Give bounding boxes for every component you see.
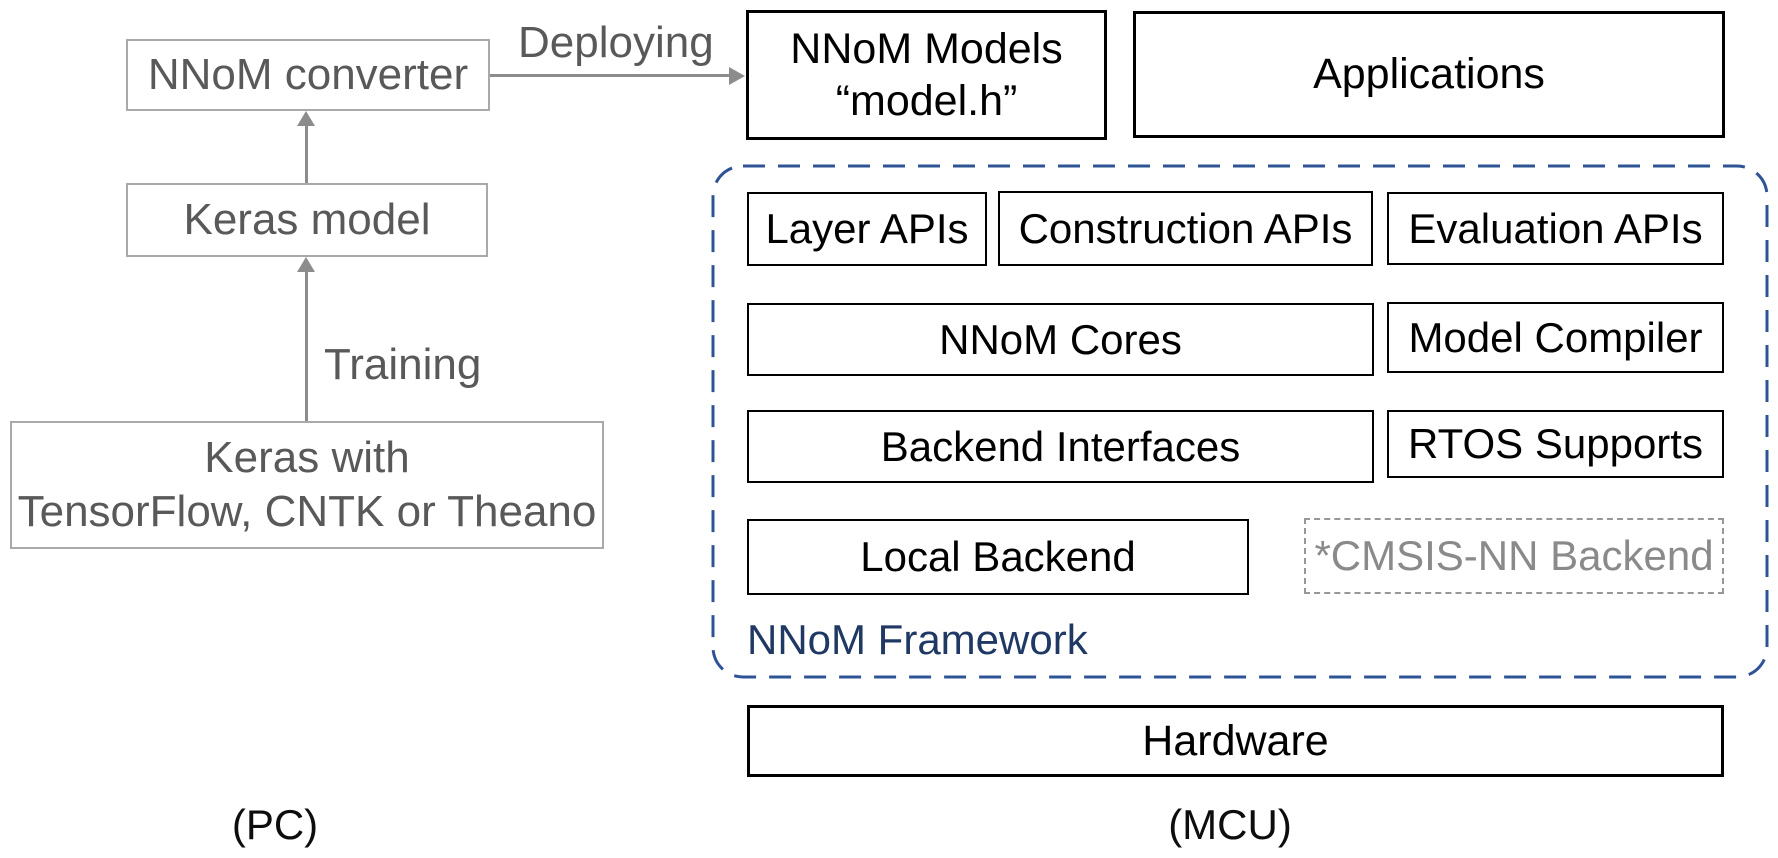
applications-label: Applications: [1313, 50, 1545, 99]
construction-apis-label: Construction APIs: [1018, 204, 1353, 252]
arrow-up-icon: [297, 111, 315, 126]
arrow-right-icon: [729, 67, 745, 85]
nnom-models-label-line1: NNoM Models: [790, 24, 1063, 73]
training-label: Training: [324, 340, 482, 389]
applications-box: Applications: [1133, 11, 1725, 138]
nnom-models-label-line2: “model.h”: [835, 77, 1018, 125]
local-backend-box: Local Backend: [747, 519, 1249, 595]
hardware-box: Hardware: [747, 705, 1724, 777]
arrow-shaft: [305, 124, 308, 183]
layer-apis-box: Layer APIs: [747, 192, 987, 266]
evaluation-apis-label: Evaluation APIs: [1408, 204, 1703, 252]
keras-model-box: Keras model: [126, 183, 488, 257]
cmsis-nn-backend-box: *CMSIS-NN Backend: [1304, 518, 1724, 594]
rtos-supports-box: RTOS Supports: [1387, 410, 1724, 478]
evaluation-apis-box: Evaluation APIs: [1387, 192, 1724, 265]
arrow-up-icon: [297, 257, 315, 272]
nnom-cores-label: NNoM Cores: [939, 315, 1182, 363]
keras-frameworks-label-line2: TensorFlow, CNTK or Theano: [17, 487, 597, 536]
hardware-label: Hardware: [1142, 716, 1329, 765]
local-backend-label: Local Backend: [860, 533, 1136, 581]
model-compiler-label: Model Compiler: [1408, 313, 1703, 361]
nnom-converter-label: NNoM converter: [147, 50, 469, 100]
rtos-supports-label: RTOS Supports: [1408, 420, 1703, 468]
backend-interfaces-box: Backend Interfaces: [747, 410, 1374, 483]
model-compiler-box: Model Compiler: [1387, 302, 1724, 373]
keras-frameworks-label-line1: Keras with: [204, 433, 410, 483]
pc-caption: (PC): [231, 801, 319, 848]
nnom-converter-box: NNoM converter: [126, 39, 490, 111]
nnom-cores-box: NNoM Cores: [747, 303, 1374, 376]
deploying-label: Deploying: [518, 18, 714, 67]
mcu-caption: (MCU): [1168, 801, 1292, 848]
cmsis-nn-backend-label: *CMSIS-NN Backend: [1314, 532, 1714, 580]
layer-apis-label: Layer APIs: [765, 205, 969, 253]
construction-apis-box: Construction APIs: [998, 191, 1373, 266]
keras-frameworks-box: Keras with TensorFlow, CNTK or Theano: [10, 421, 604, 549]
nnom-models-box: NNoM Models “model.h”: [746, 10, 1107, 140]
backend-interfaces-label: Backend Interfaces: [880, 422, 1241, 470]
nnom-framework-label: NNoM Framework: [747, 616, 1088, 663]
arrow-shaft: [490, 74, 732, 77]
arrow-shaft: [305, 270, 308, 421]
keras-model-label: Keras model: [183, 195, 431, 245]
